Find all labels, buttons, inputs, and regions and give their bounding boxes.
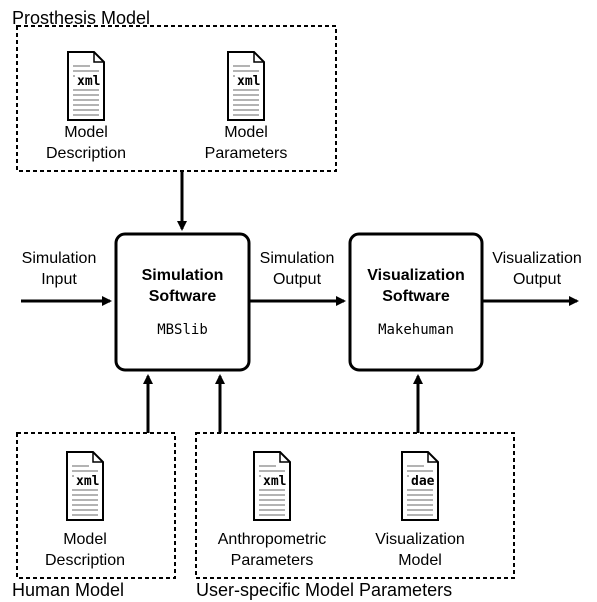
- doc-ext-anthropometric: xml: [261, 474, 287, 489]
- doc-ext-visualization-model: dae: [409, 474, 435, 489]
- prosthesis-params-caption: Model Parameters: [204, 124, 288, 162]
- human-desc-caption: Model Description: [44, 531, 126, 569]
- simulation-output-label: Simulation Output: [259, 250, 335, 288]
- doc-ext-human-desc: xml: [74, 474, 100, 489]
- user-specific-title: User-specific Model Parameters: [196, 580, 453, 600]
- simulation-tool-name: MBSlib: [157, 322, 208, 338]
- doc-ext-prosthesis-desc: xml: [75, 74, 101, 89]
- simulation-software-block: [114, 232, 251, 372]
- visualization-software-title: Visualization Software: [367, 267, 465, 305]
- prosthesis-model-frame: [16, 25, 337, 172]
- visualization-tool-name: Makehuman: [378, 322, 454, 338]
- human-model-title: Human Model: [12, 580, 125, 600]
- doc-ext-prosthesis-params: xml: [235, 74, 261, 89]
- simulation-input-label: Simulation Input: [21, 250, 97, 288]
- prosthesis-model-title: Prosthesis Model: [12, 8, 151, 28]
- visualization-model-caption: Visualization Model: [375, 531, 465, 569]
- human-model-frame: [16, 432, 176, 579]
- anthropometric-caption: Anthropometric Parameters: [217, 531, 327, 569]
- visualization-software-block: [348, 232, 484, 372]
- visualization-output-label: Visualization Output: [492, 250, 582, 288]
- prosthesis-desc-caption: Model Description: [45, 124, 127, 162]
- simulation-software-title: Simulation Software: [141, 267, 224, 305]
